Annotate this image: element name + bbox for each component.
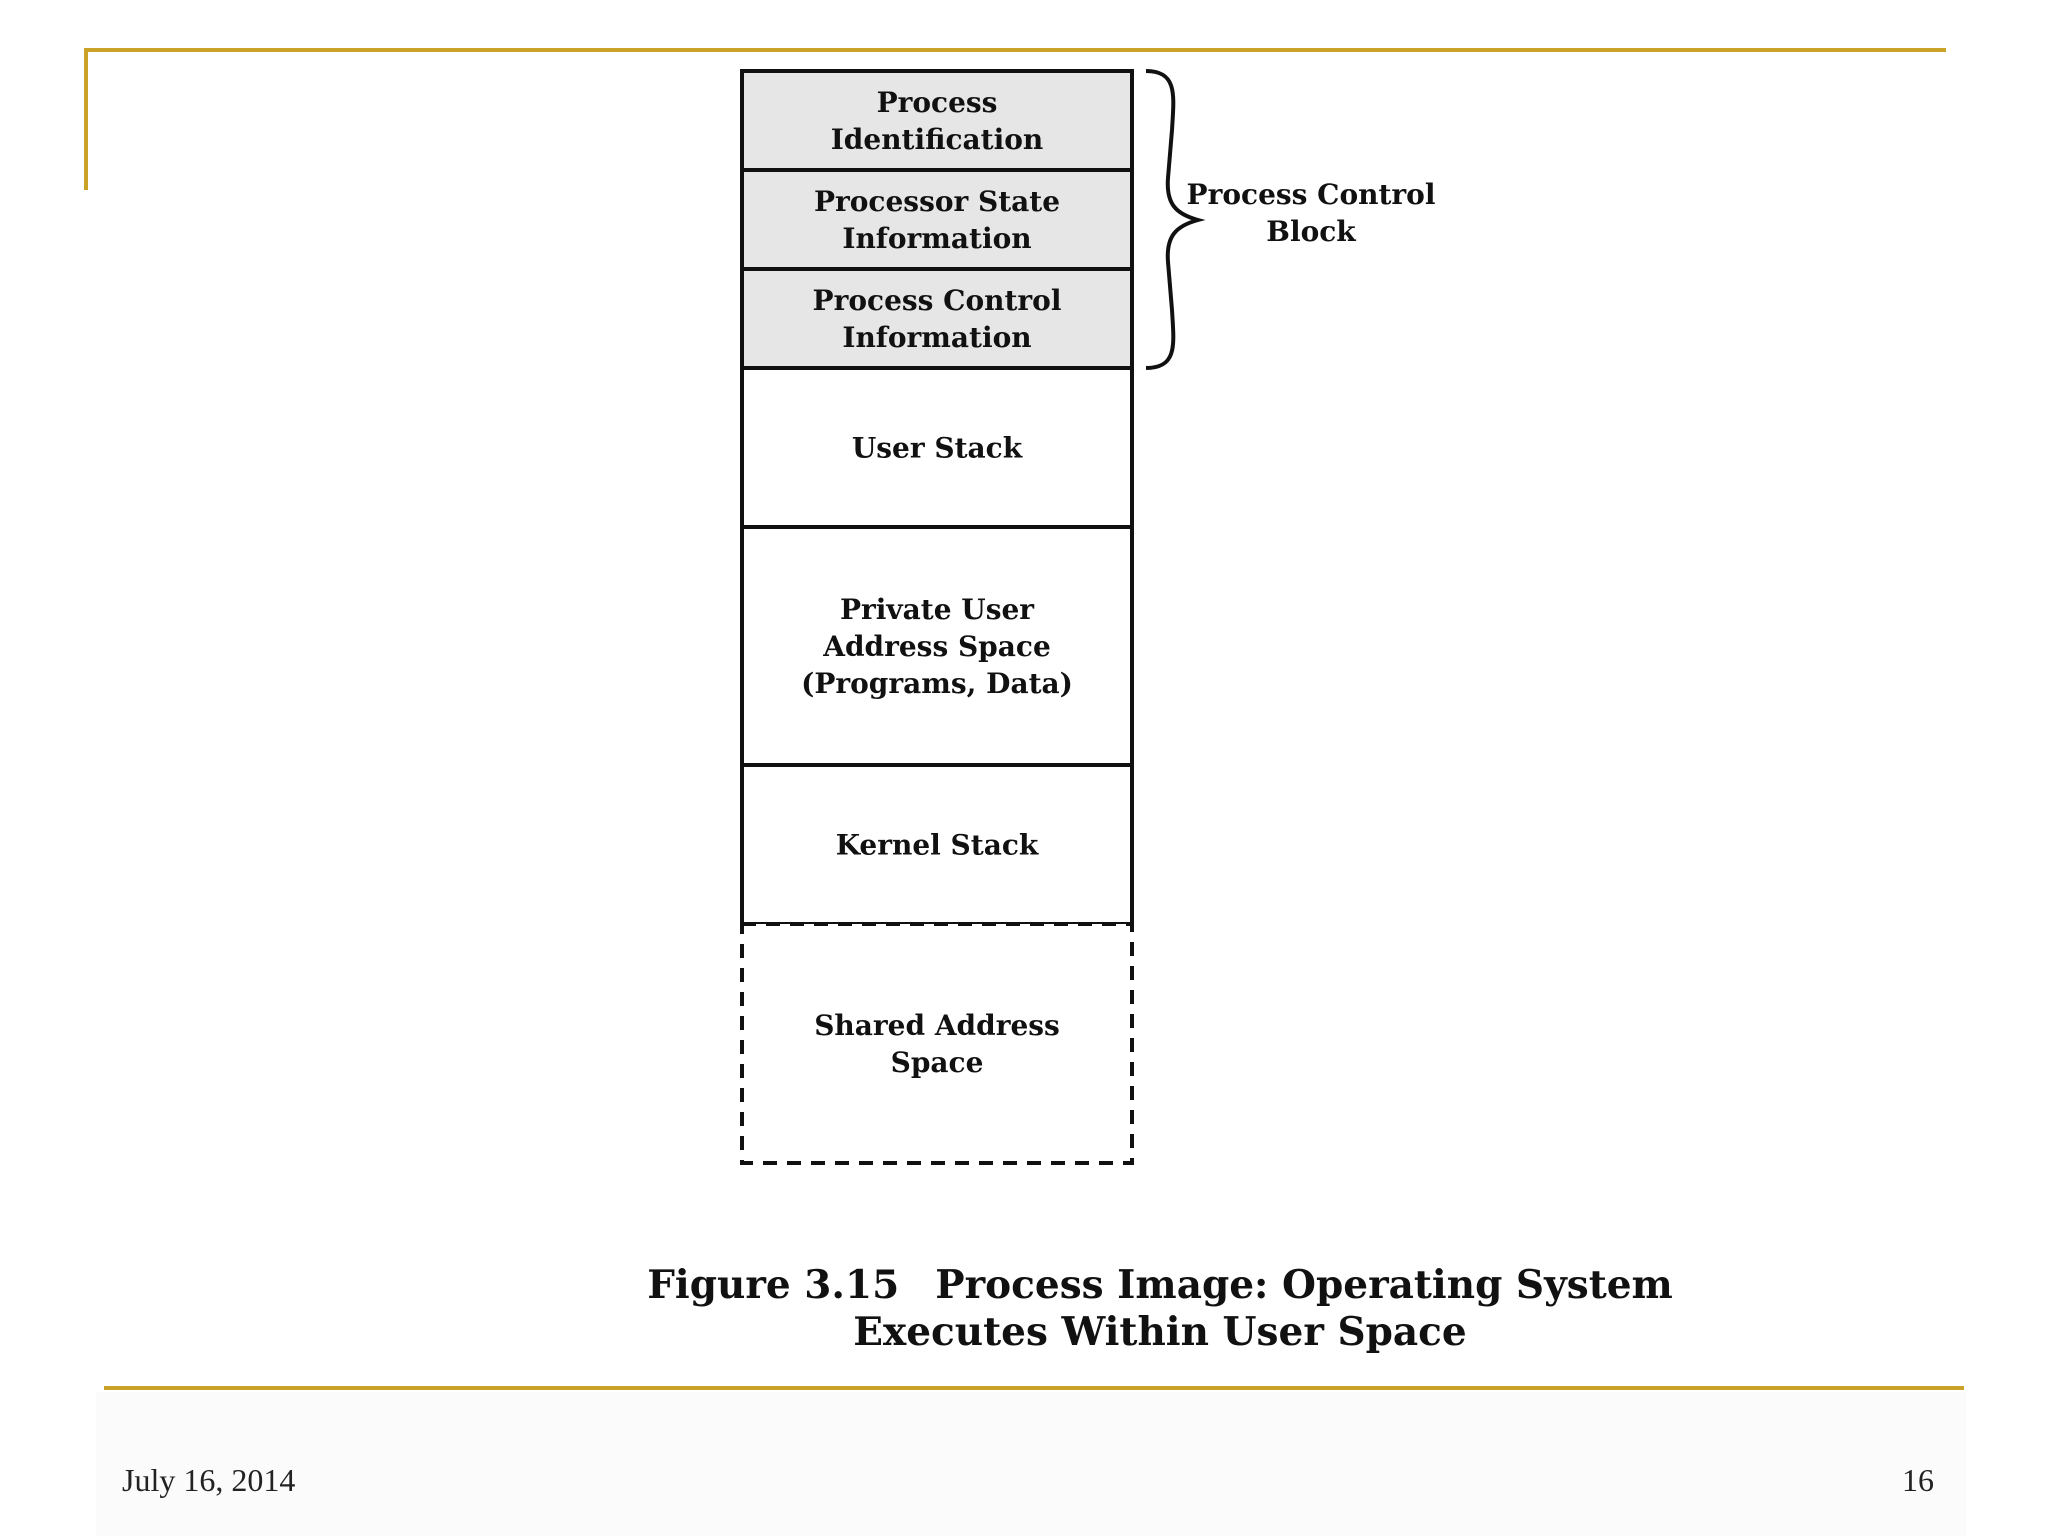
process-control-information-box (740, 267, 1134, 370)
kernel-stack-box (740, 763, 1134, 926)
shared-address-space-box (740, 922, 1134, 1165)
private-user-address-space-label: Address Space (822, 630, 1051, 663)
kernel-stack-label: Kernel Stack (836, 829, 1039, 862)
process-control-information-label: Information (842, 321, 1031, 354)
pcb-label-line-2: Block (1266, 215, 1356, 248)
footer-date: July 16, 2014 (122, 1462, 296, 1498)
shared-address-space-label: Space (891, 1046, 984, 1079)
page-number: 16 (1902, 1462, 1934, 1498)
figure-caption: Figure 3.15 Process Image: Operating Syst… (600, 1262, 1720, 1356)
processor-state-information-label: Processor State (814, 185, 1060, 218)
pcb-label-line-1: Process Control (1187, 178, 1436, 211)
shared-address-space-label: Shared Address (814, 1009, 1060, 1042)
left-accent-rule (84, 48, 88, 190)
top-accent-rule (84, 48, 1946, 52)
bottom-accent-rule (104, 1386, 1964, 1390)
caption-title-line-2: Executes Within User Space (853, 1309, 1467, 1355)
user-stack-label: User Stack (852, 432, 1023, 465)
footer-band (96, 1392, 1966, 1536)
pcb-brace (1145, 69, 1206, 370)
caption-line-1: Figure 3.15 Process Image: Operating Syst… (600, 1262, 1720, 1309)
processor-state-information-label: Information (842, 222, 1031, 255)
private-user-address-space-box (740, 525, 1134, 767)
process-identification-label: Identification (831, 123, 1044, 156)
caption-title-line-1: Process Image: Operating System (935, 1262, 1673, 1308)
user-stack-box (740, 366, 1134, 529)
process-control-information-label: Process Control (813, 284, 1062, 317)
private-user-address-space-label: (Programs, Data) (801, 667, 1073, 700)
caption-number: Figure 3.15 (647, 1262, 900, 1308)
process-identification-box (740, 69, 1134, 172)
processor-state-information-box (740, 168, 1134, 271)
process-identification-label: Process (877, 86, 998, 119)
private-user-address-space-label: Private User (840, 593, 1035, 626)
